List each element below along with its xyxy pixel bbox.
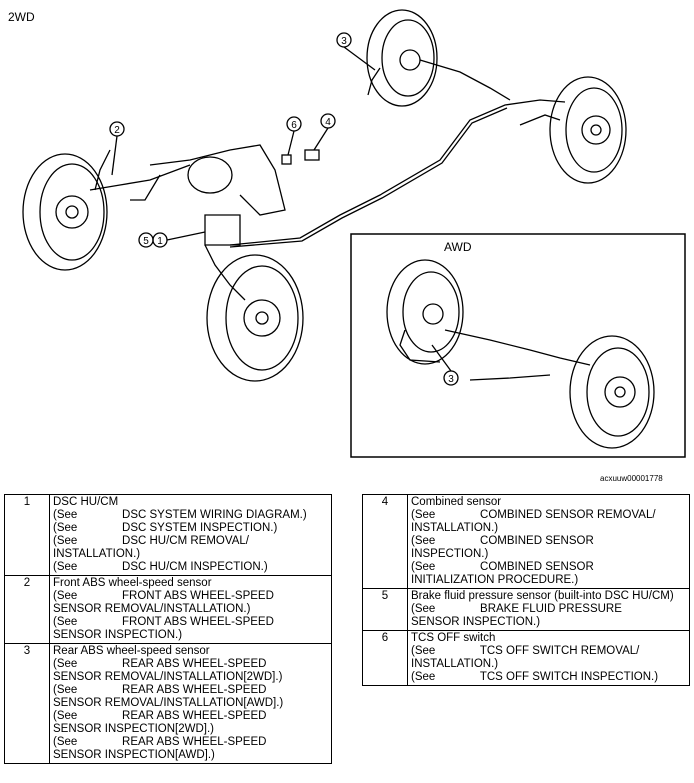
item-number: 3 [4,643,50,764]
item-reference-line[interactable]: INSTALLATION.) [411,522,499,534]
item-reference-line[interactable]: (See TCS OFF SWITCH INSPECTION.) [411,671,659,683]
item-description: Combined sensor(See COMBINED SENSOR REMO… [407,494,690,589]
label-awd: AWD [444,240,472,254]
item-reference-line[interactable]: (See DSC SYSTEM WIRING DIAGRAM.) [53,509,307,521]
brake-booster-assembly [130,144,286,246]
callout-3: 3 [341,36,347,47]
item-reference-line[interactable]: (See REAR ABS WHEEL-SPEED [53,736,267,748]
item-description: Brake fluid pressure sensor (built-into … [407,588,690,631]
item-reference-line[interactable]: SENSOR REMOVAL/INSTALLATION[AWD].) [53,697,284,709]
item-reference-line[interactable]: (See COMBINED SENSOR REMOVAL/ [411,509,656,521]
callout-6: 6 [291,120,297,131]
item-reference-line[interactable]: (See COMBINED SENSOR [411,535,594,547]
item-reference-line[interactable]: INSTALLATION.) [53,548,141,560]
callout-2: 2 [114,125,120,136]
rear-right-wheel [549,76,627,184]
item-reference-line[interactable]: SENSOR INSPECTION[AWD].) [53,749,215,761]
brake-system-diagram: 2WD [8,9,686,483]
item-description: Rear ABS wheel-speed sensor(See REAR ABS… [49,643,332,764]
item-title: DSC HU/CM [53,496,119,508]
item-reference-line[interactable]: (See REAR ABS WHEEL-SPEED [53,684,267,696]
item-reference-line[interactable]: (See REAR ABS WHEEL-SPEED [53,710,267,722]
diagram-drawing: 2 3 6 4 5 1 3 [22,9,686,458]
image-code: acxuuw00001778 [600,474,663,483]
item-description: Front ABS wheel-speed sensor(See FRONT A… [49,575,332,644]
item-reference-line[interactable]: (See DSC SYSTEM INSPECTION.) [53,522,278,534]
item-reference-line[interactable]: (See DSC HU/CM INSPECTION.) [53,561,268,573]
callout-5: 5 [143,236,149,247]
tcs-off-switch-shape [281,154,292,165]
item-reference-line[interactable]: SENSOR REMOVAL/INSTALLATION.) [53,603,251,615]
item-reference-line[interactable]: SENSOR INSPECTION.) [411,616,541,628]
item-reference-line[interactable]: (See COMBINED SENSOR [411,561,594,573]
item-title: Rear ABS wheel-speed sensor [53,645,210,657]
callout-1: 1 [157,236,163,247]
awd-rear-left-wheel [386,259,464,365]
item-reference-line[interactable]: (See TCS OFF SWITCH REMOVAL/ [411,645,640,657]
item-number: 6 [362,630,408,686]
item-description: DSC HU/CM(See DSC SYSTEM WIRING DIAGRAM.… [49,494,332,576]
item-reference-line[interactable]: (See BRAKE FLUID PRESSURE [411,603,622,615]
item-description: TCS OFF switch(See TCS OFF SWITCH REMOVA… [407,630,690,686]
item-reference-line[interactable]: INSTALLATION.) [411,658,499,670]
item-number: 1 [4,494,50,576]
item-title: TCS OFF switch [411,632,496,644]
callout-3-awd: 3 [448,374,454,385]
front-left-wheel [22,153,108,271]
item-title: Front ABS wheel-speed sensor [53,577,212,589]
item-number: 2 [4,575,50,644]
rear-left-wheel [366,9,438,107]
item-reference-line[interactable]: INITIALIZATION PROCEDURE.) [411,574,579,586]
item-number: 5 [362,588,408,631]
item-number: 4 [362,494,408,589]
item-title: Combined sensor [411,496,502,508]
item-reference-line[interactable]: SENSOR INSPECTION[2WD].) [53,723,215,735]
item-reference-line[interactable]: INSPECTION.) [411,548,489,560]
item-reference-line[interactable]: (See FRONT ABS WHEEL-SPEED [53,590,274,602]
label-2wd: 2WD [8,10,35,24]
combined-sensor-shape [304,149,320,161]
item-reference-line[interactable]: (See FRONT ABS WHEEL-SPEED [53,616,274,628]
item-reference-line[interactable]: (See DSC HU/CM REMOVAL/ [53,535,249,547]
item-title: Brake fluid pressure sensor (built-into … [411,590,674,602]
item-reference-line[interactable]: SENSOR REMOVAL/INSTALLATION[2WD].) [53,671,283,683]
item-reference-line[interactable]: SENSOR INSPECTION.) [53,629,183,641]
brake-line-main [229,99,566,246]
awd-rear-right-wheel [569,335,655,449]
callout-4: 4 [325,117,331,128]
item-reference-line[interactable]: (See REAR ABS WHEEL-SPEED [53,658,267,670]
